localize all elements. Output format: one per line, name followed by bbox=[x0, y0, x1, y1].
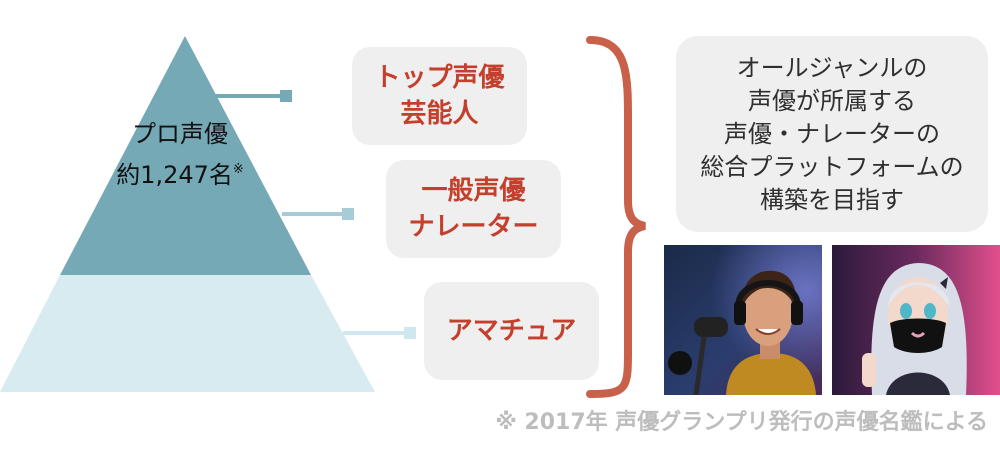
connector-top-marker bbox=[280, 90, 292, 102]
goal-line-4: 総合プラットフォームの bbox=[700, 152, 964, 181]
tier-box-bottom: アマチュア bbox=[424, 282, 599, 380]
connector-bottom-marker bbox=[404, 327, 416, 339]
grouping-brace bbox=[586, 36, 646, 398]
anime-character-illustration bbox=[832, 245, 1000, 395]
tier-box-top: トップ声優 芸能人 bbox=[352, 47, 527, 145]
connector-middle-marker bbox=[342, 208, 354, 220]
pyramid-bottom-tier bbox=[0, 275, 375, 392]
pro-voice-actor-label: プロ声優 bbox=[132, 120, 228, 148]
tier-top-line1: トップ声優 bbox=[374, 63, 505, 93]
goal-line-1: オールジャンルの bbox=[736, 53, 928, 82]
pyramid-top-tier bbox=[60, 36, 311, 275]
pro-voice-actor-count: 約1,247名※ bbox=[70, 152, 290, 193]
goal-line-5: 構築を目指す bbox=[760, 185, 904, 214]
goal-line-2: 声優が所属する bbox=[748, 86, 916, 115]
tier-middle-line1: 一般声優 bbox=[421, 176, 526, 206]
count-footnote-mark: ※ bbox=[232, 162, 244, 177]
tier-box-middle: 一般声優 ナレーター bbox=[386, 160, 561, 258]
goal-box: オールジャンルの 声優が所属する 声優・ナレーターの 総合プラットフォームの 構… bbox=[676, 36, 988, 232]
pyramid-apex-label: プロ声優 約1,247名※ bbox=[70, 116, 290, 193]
tier-top-line2: 芸能人 bbox=[400, 99, 479, 129]
goal-line-3: 声優・ナレーターの bbox=[724, 119, 940, 148]
tier-middle-line2: ナレーター bbox=[408, 212, 539, 242]
tier-bottom-line1: アマチュア bbox=[446, 316, 577, 346]
voice-actor-microphone-photo bbox=[664, 245, 822, 395]
source-footnote: ※ 2017年 声優グランプリ発行の声優名鑑による bbox=[495, 410, 988, 435]
count-text: 約1,247名 bbox=[116, 161, 233, 189]
